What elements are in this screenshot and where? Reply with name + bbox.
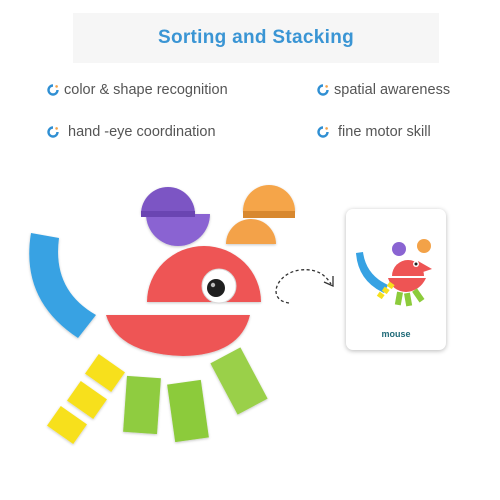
orange-semicircle-block bbox=[226, 219, 276, 244]
purple-block-edge bbox=[141, 211, 195, 217]
purple-semicircle-block bbox=[146, 214, 210, 246]
purple-semicircle-block bbox=[141, 187, 195, 214]
blue-arc-block bbox=[29, 233, 96, 338]
green-rectangle-block bbox=[123, 375, 161, 435]
mouse-pattern-icon bbox=[356, 239, 432, 307]
googly-eye bbox=[201, 268, 237, 304]
sparkle-bullet-icon bbox=[317, 126, 329, 138]
sparkle-bullet-icon bbox=[317, 84, 329, 96]
card-label: mouse bbox=[381, 329, 411, 339]
feature-label: color & shape recognition bbox=[64, 82, 228, 98]
sparkle-bullet-icon bbox=[47, 84, 59, 96]
sparkle-bullet-icon bbox=[47, 126, 59, 138]
feature-label: hand -eye coordination bbox=[68, 124, 216, 140]
feature-item-hand-eye: hand -eye coordination bbox=[47, 124, 216, 140]
title-banner: Sorting and Stacking bbox=[73, 13, 439, 63]
green-rectangle-block bbox=[210, 347, 268, 415]
orange-block-edge bbox=[243, 211, 295, 218]
orange-semicircle-block bbox=[243, 185, 295, 211]
page-title: Sorting and Stacking bbox=[157, 27, 355, 48]
feature-item-color-shape: color & shape recognition bbox=[47, 82, 228, 98]
yellow-rectangle-block bbox=[67, 380, 107, 420]
pattern-card: mouse bbox=[346, 209, 446, 350]
red-semicircle-body-block bbox=[106, 315, 250, 356]
yellow-rectangle-block bbox=[85, 353, 125, 393]
feature-item-fine-motor: fine motor skill bbox=[317, 124, 431, 140]
feature-label: fine motor skill bbox=[338, 124, 431, 140]
dashed-arrow-icon bbox=[275, 269, 334, 304]
green-rectangle-block bbox=[167, 379, 209, 443]
yellow-rectangle-block bbox=[47, 405, 87, 445]
feature-label: spatial awareness bbox=[334, 82, 451, 98]
feature-item-spatial: spatial awareness bbox=[317, 82, 450, 98]
